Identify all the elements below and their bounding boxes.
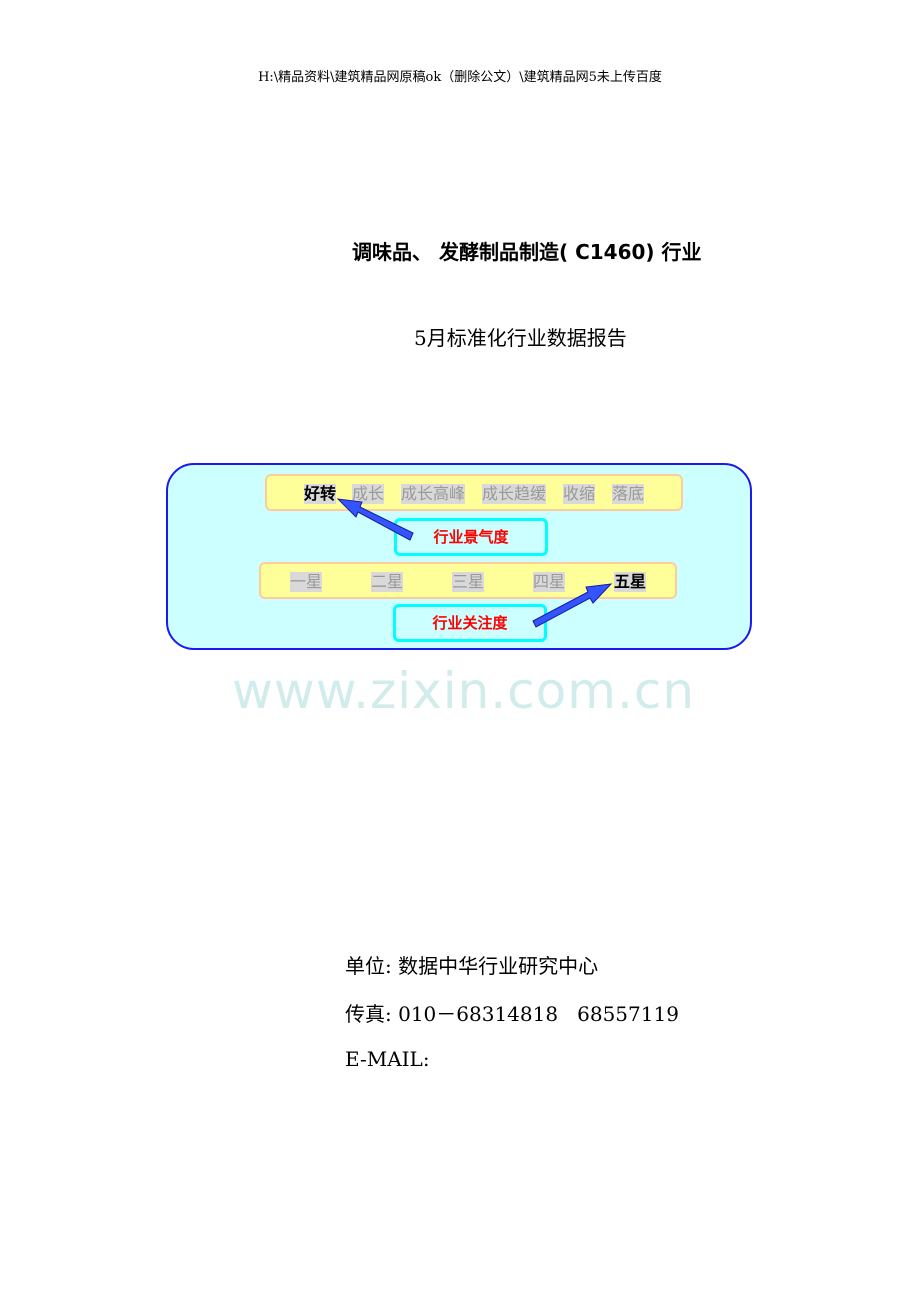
fax-line: 传真: 010－68314818 68557119 <box>345 1002 679 1026</box>
prosperity-item: 成长趋缓 <box>482 484 547 504</box>
prosperity-item: 成长 <box>352 484 385 504</box>
prosperity-item: 收缩 <box>563 484 596 504</box>
watermark: www.zixin.com.cn <box>232 662 696 720</box>
arrow-icon <box>532 583 613 628</box>
attention-item: 三星 <box>452 572 485 592</box>
attention-item: 一星 <box>290 572 323 592</box>
arrow-icon <box>336 498 414 541</box>
attention-item: 五星 <box>614 572 647 592</box>
attention-item: 二星 <box>371 572 404 592</box>
attention-label-box: 行业关注度 <box>393 604 547 642</box>
attention-item: 四星 <box>533 572 566 592</box>
email-line: E-MAIL: <box>345 1047 430 1071</box>
prosperity-item: 落底 <box>612 484 645 504</box>
prosperity-item: 成长高峰 <box>401 484 466 504</box>
arrows-layer <box>336 498 613 628</box>
file-path-header: H:\精品资料\建筑精品网原稿ok（删除公文）\建筑精品网5未上传百度 <box>258 70 662 85</box>
report-subtitle: 5月标准化行业数据报告 <box>414 326 627 350</box>
prosperity-label-box: 行业景气度 <box>394 518 548 556</box>
unit-line: 单位: 数据中华行业研究中心 <box>345 954 599 978</box>
prosperity-item: 好转 <box>304 484 337 504</box>
report-title: 调味品、 发酵制品制造( C1460) 行业 <box>352 240 702 264</box>
